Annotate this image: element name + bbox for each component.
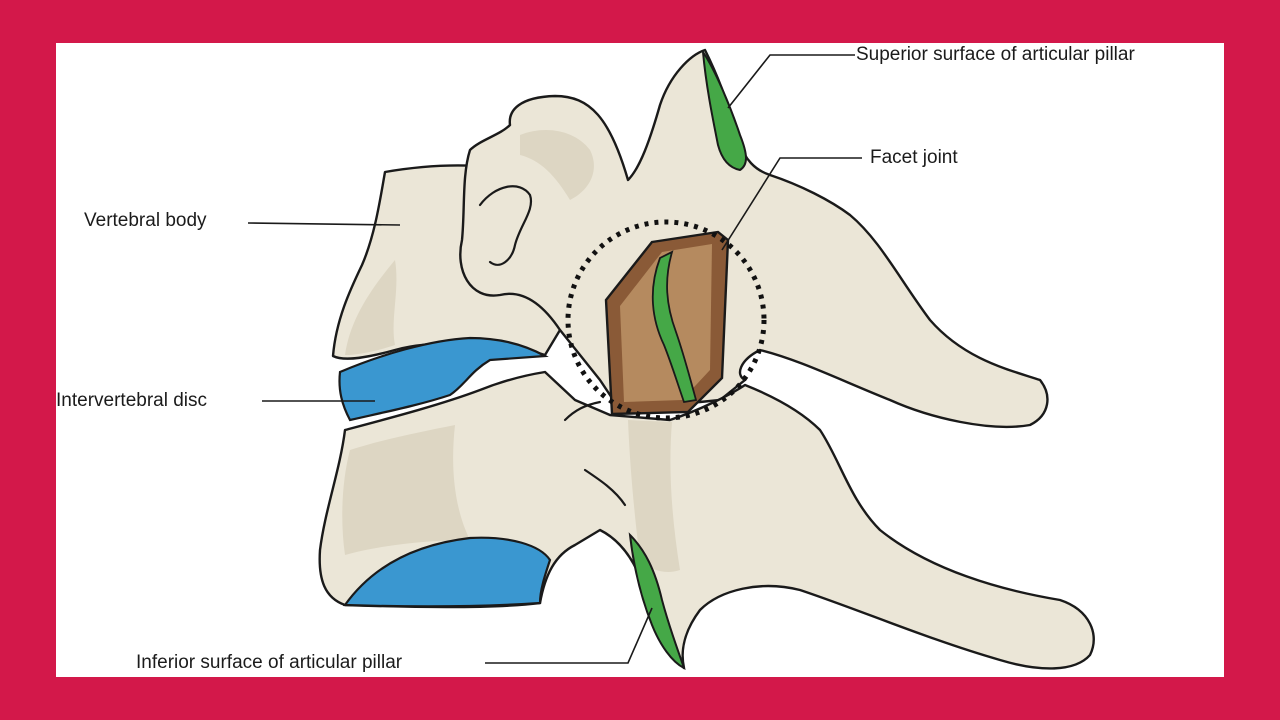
upper-body-shading [345, 260, 397, 355]
facet-cartilage-band [651, 250, 698, 404]
label-facet-joint: Facet joint [870, 147, 958, 168]
leader-vertebral-body [247, 222, 401, 226]
label-intervertebral-disc: Intervertebral disc [56, 390, 208, 411]
lower-pillar-shading [628, 420, 680, 572]
inferior-articular-cartilage [628, 532, 686, 670]
lower-disc [342, 536, 552, 608]
vertebrae-illustration [247, 48, 1095, 670]
intervertebral-disc [338, 336, 549, 422]
label-superior-surface: Superior surface of articular pillar [856, 44, 1135, 65]
upper-arch-shading [520, 130, 594, 200]
facet-dotted-circle [565, 219, 767, 421]
diagram-panel [56, 43, 1224, 677]
lower-body-shading [342, 425, 470, 555]
lower-fissure-contour [563, 400, 602, 422]
lower-notch-contour [583, 468, 627, 507]
leader-facet-joint [721, 157, 862, 251]
upper-posterior-arch [459, 48, 1049, 429]
label-vertebral-body: Vertebral body [84, 210, 207, 231]
facet-joint-section [565, 219, 767, 421]
upper-notch-contour [478, 185, 533, 266]
label-inferior-surface: Inferior surface of articular pillar [136, 652, 403, 673]
superior-articular-cartilage [702, 51, 747, 172]
leader-inferior-surface [485, 607, 653, 664]
leader-superior-surface [727, 54, 855, 109]
lower-vertebra [318, 370, 1095, 670]
